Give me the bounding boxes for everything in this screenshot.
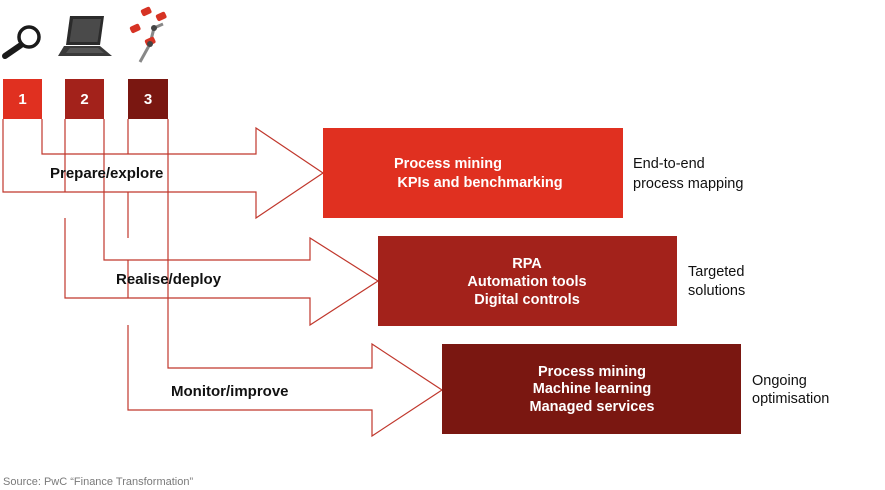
box-line: Machine learning [533, 381, 651, 397]
outcome-line: Targeted [688, 264, 744, 280]
phase-label-prepare: Prepare/explore [50, 165, 163, 182]
box-line: Managed services [530, 399, 655, 415]
outcome-line: process mapping [633, 176, 743, 192]
phase-box-prepare: Process mining KPIs and benchmarking [323, 128, 623, 218]
magnifier-icon [2, 25, 41, 59]
outcome-line: optimisation [752, 391, 829, 407]
phase-box-monitor: Process mining Machine learning Managed … [442, 344, 741, 434]
phase-label-realise: Realise/deploy [116, 271, 222, 288]
step-badge-2: 2 [65, 79, 104, 119]
phase-box-realise: RPA Automation tools Digital controls [378, 236, 677, 326]
box-line: KPIs and benchmarking [397, 175, 562, 191]
phase-label-monitor: Monitor/improve [171, 383, 289, 400]
box-line: RPA [512, 256, 542, 272]
robot-arm-icon [129, 6, 167, 63]
step-number: 1 [18, 91, 26, 108]
step-number: 3 [144, 91, 152, 108]
box-line: Automation tools [467, 274, 586, 290]
box-line: Process mining [538, 364, 646, 380]
box-line: Process mining [394, 156, 502, 172]
outcome-line: solutions [688, 283, 745, 299]
outcome-line: Ongoing [752, 373, 807, 389]
step-number: 2 [80, 91, 88, 108]
laptop-icon [58, 16, 112, 56]
step-badge-3: 3 [128, 79, 168, 119]
box-line: Digital controls [474, 292, 580, 308]
source-note: Source: PwC “Finance Transformation” [3, 476, 193, 488]
step-badge-1: 1 [3, 79, 42, 119]
outcome-line: End-to-end [633, 156, 705, 172]
arrow-monitor-improve [127, 119, 444, 438]
